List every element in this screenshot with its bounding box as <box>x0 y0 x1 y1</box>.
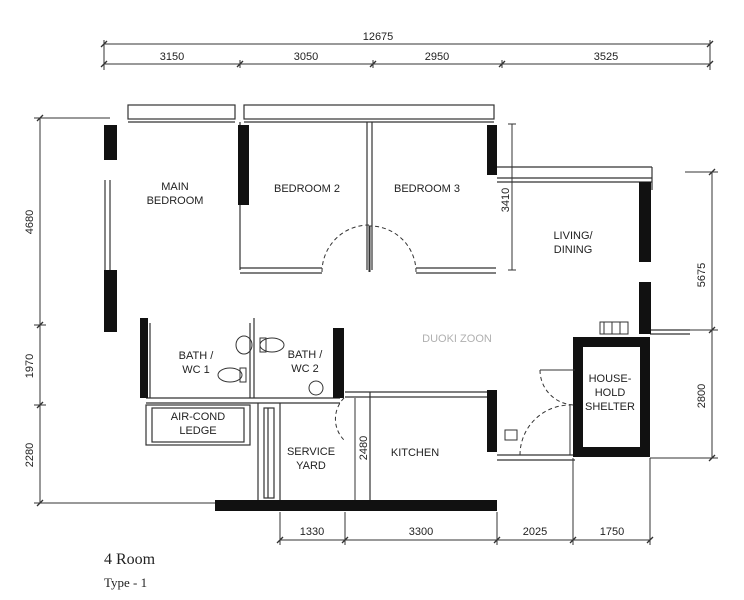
bottom-dimension-3: 2025 <box>523 526 547 538</box>
label-living-dining-1: LIVING/ <box>553 230 593 242</box>
dimension-lines <box>34 40 718 545</box>
inner-dimension-2: 2480 <box>358 436 370 460</box>
bottom-dimension-2: 3300 <box>409 526 433 538</box>
bathroom-fixtures <box>217 321 629 441</box>
label-main-bedroom-2: BEDROOM <box>147 195 204 207</box>
toilet-icon <box>259 337 285 353</box>
label-bath-wc2-1: BATH / <box>288 349 324 361</box>
overall-dimension: 12675 <box>363 31 394 43</box>
label-main-bedroom-1: MAIN <box>161 181 189 193</box>
bottom-dimension-4: 1750 <box>600 526 624 538</box>
inner-dimension-1: 3410 <box>500 188 512 212</box>
left-dimension-2: 1970 <box>24 354 36 378</box>
doors <box>321 224 576 456</box>
label-household-shelter-1: HOUSE- <box>589 373 632 385</box>
label-service-yard-2: YARD <box>296 460 326 472</box>
label-bath-wc1-1: BATH / <box>179 350 215 362</box>
label-household-shelter-2: HOLD <box>595 387 626 399</box>
top-dimension-4: 3525 <box>594 51 618 63</box>
plan-title: 4 Room <box>104 551 156 568</box>
label-bedroom-3: BEDROOM 3 <box>394 183 460 195</box>
top-dimension-3: 2950 <box>425 51 449 63</box>
label-bath-wc1-2: WC 1 <box>182 364 210 376</box>
label-living-dining-2: DINING <box>554 244 593 256</box>
label-bedroom-2: BEDROOM 2 <box>274 183 340 195</box>
left-dimension-3: 2280 <box>24 443 36 467</box>
label-kitchen: KITCHEN <box>391 447 439 459</box>
plan-subtitle: Type - 1 <box>104 575 148 590</box>
label-household-shelter-3: SHELTER <box>585 401 635 413</box>
basin-icon <box>235 335 253 355</box>
top-dimension-2: 3050 <box>294 51 318 63</box>
room-labels: MAIN BEDROOM BEDROOM 2 BEDROOM 3 LIVING/… <box>147 181 635 472</box>
bottom-dimension-1: 1330 <box>300 526 324 538</box>
label-bath-wc2-2: WC 2 <box>291 363 319 375</box>
right-dimension-1: 5675 <box>696 263 708 287</box>
thin-walls <box>104 104 690 500</box>
label-aircon-ledge-1: AIR-COND <box>171 411 225 423</box>
right-dimension-2: 2800 <box>696 384 708 408</box>
label-aircon-ledge-2: LEDGE <box>179 425 216 437</box>
basin-icon-2 <box>308 380 324 396</box>
dimension-ticks <box>36 40 716 544</box>
left-dimension-1: 4680 <box>24 210 36 234</box>
label-service-yard-1: SERVICE <box>287 446 335 458</box>
top-dimension-1: 3150 <box>160 51 184 63</box>
structural-walls <box>104 125 651 511</box>
watermark-text: DUOKI ZOON <box>422 333 492 345</box>
